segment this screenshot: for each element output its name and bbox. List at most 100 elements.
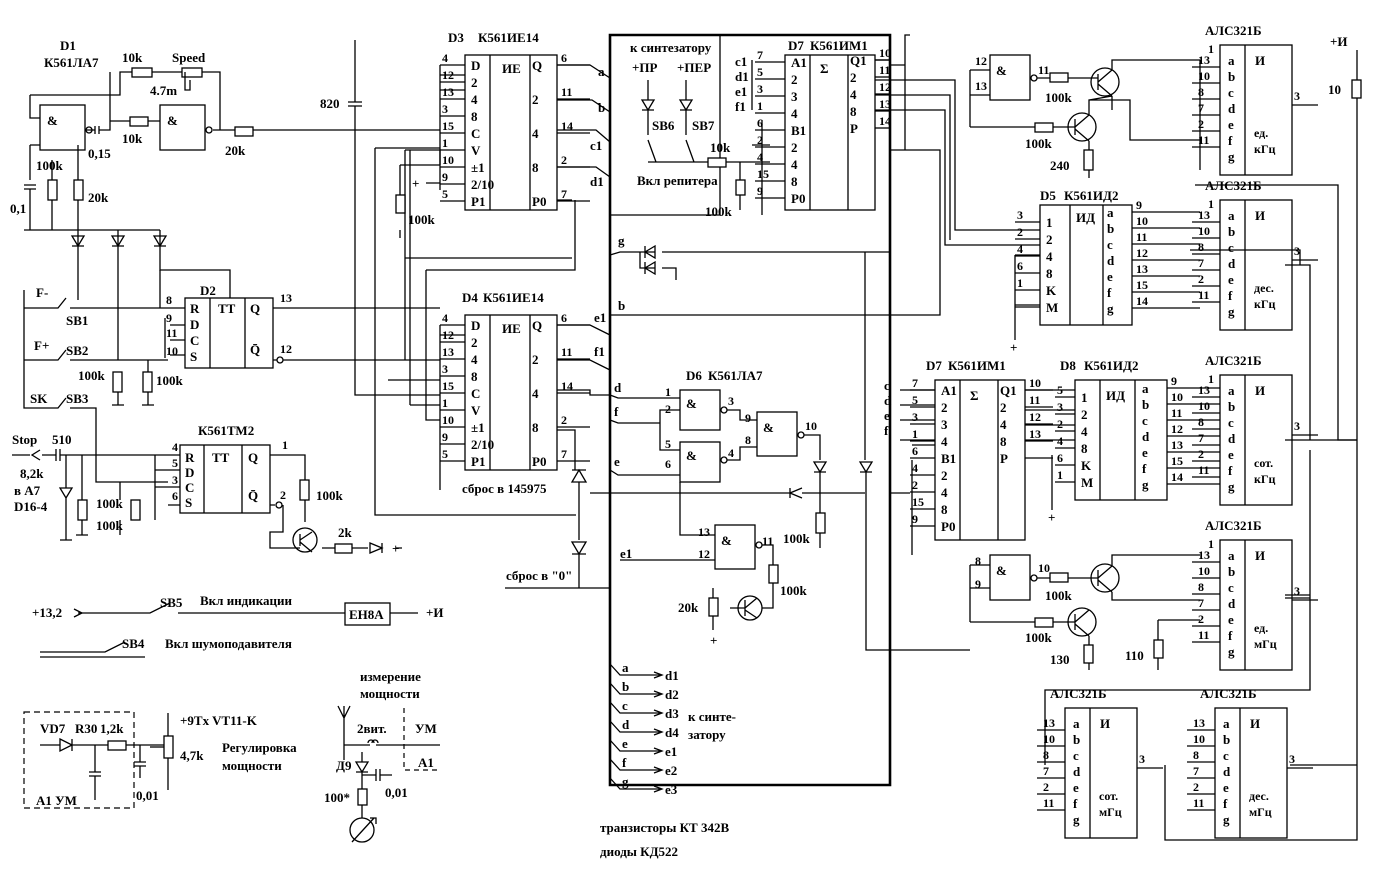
pin-number: 7 [1198, 596, 1204, 610]
display-unit: дес. [1249, 789, 1269, 803]
pin-number: 4 [442, 51, 448, 65]
svg-text:12: 12 [698, 547, 710, 561]
power-meas-label: измерение [360, 669, 421, 684]
d3-d4-outputs: a b c1 d1 e1 f1 [557, 64, 611, 470]
svg-text:2: 2 [665, 402, 671, 416]
synth-to-label: к синтезатору [630, 40, 712, 55]
bottom-left-switches: +13,2 SB5 Вкл индикации ЕН8А +И SB4 Вкл … [32, 593, 444, 658]
pin-function: f [1107, 285, 1112, 300]
sb5-label: SB5 [160, 595, 183, 610]
r510-label: 510 [52, 432, 72, 447]
tm2-type: К561ТМ2 [198, 423, 254, 438]
pin-number: 9 [912, 512, 918, 526]
display-wires [875, 34, 1357, 765]
pin-function: 8 [471, 109, 478, 124]
pin-function: 8 [532, 420, 539, 435]
transistor [1090, 67, 1120, 97]
svg-text:D: D [190, 317, 199, 332]
pin-number: 13 [1198, 383, 1210, 397]
display-group: АЛС321БИabcdefg11310872113ед.кГцАЛС321БИ… [1037, 23, 1318, 839]
svg-text:ИД: ИД [1076, 210, 1095, 225]
resistor [47, 179, 58, 201]
d1-gate-a [39, 104, 86, 151]
segment-label: e [1228, 272, 1234, 287]
bus-out-label: d1 [665, 668, 679, 683]
pin-number: 3 [1057, 400, 1063, 414]
display-unit: кГц [1254, 142, 1276, 156]
pin-function: 4 [850, 87, 857, 102]
f-plus-label: F+ [34, 338, 49, 353]
segment-label: f [1228, 463, 1233, 478]
svg-text:S: S [185, 495, 192, 510]
pin-number: 2 [1198, 117, 1204, 131]
pin-function: A1 [941, 383, 957, 398]
display-type: АЛС321Б [1205, 23, 1262, 38]
r-label: 100k [408, 212, 436, 227]
d5-chip [1039, 204, 1133, 326]
d2-ref: D2 [200, 283, 216, 298]
display-unit: сот. [1254, 456, 1273, 470]
switch-block: F- SB1 F+ SB2 SK SB3 100k 100k [23, 270, 184, 483]
r100s-label: 100* [324, 790, 350, 805]
display-chip [1219, 44, 1293, 176]
pin-number: 2 [1043, 780, 1049, 794]
r-label: 10k [122, 50, 143, 65]
pin-number: 11 [1043, 796, 1054, 810]
pin-function: 4 [791, 157, 798, 172]
to-synth-label: к синте- [688, 709, 736, 724]
display-unit: ед. [1254, 621, 1268, 635]
plus-label: + [1010, 340, 1017, 355]
r47k-label: 4,7k [180, 748, 204, 763]
display-type: АЛС321Б [1205, 353, 1262, 368]
segment-label: a [1228, 53, 1235, 68]
pin-function: B1 [791, 123, 806, 138]
pin-number: 10 [1198, 69, 1210, 83]
pin-function: P1 [471, 454, 485, 469]
pin-number: 11 [1029, 393, 1040, 407]
svg-text:11: 11 [762, 534, 773, 548]
potentiometer [163, 735, 174, 759]
pin-number: 13 [1198, 548, 1210, 562]
display-unit: ед. [1254, 126, 1268, 140]
segment-label: c [1228, 415, 1234, 430]
svg-text:f: f [614, 404, 619, 419]
power-adj-label: Регулировка [222, 740, 297, 755]
pin-function: K [1046, 283, 1057, 298]
display-fn: И [1255, 548, 1265, 563]
d5-ref: D5 [1040, 188, 1056, 203]
pin-function: 2 [791, 72, 798, 87]
pin-function: 8 [1081, 441, 1088, 456]
pin-function: 2 [471, 75, 478, 90]
c-label: 0,1 [10, 201, 26, 216]
pin-function: C [471, 126, 480, 141]
pin-function: Q1 [850, 53, 867, 68]
pin-function: f [1142, 461, 1147, 476]
display-type: АЛС321Б [1205, 518, 1262, 533]
resistor [142, 371, 153, 393]
r-label: 100k [780, 583, 808, 598]
pin-number: 13 [1198, 53, 1210, 67]
plus-i-label: +И [1330, 34, 1348, 49]
segment-label: a [1228, 208, 1235, 223]
d8-type: К561ИД2 [1084, 358, 1138, 373]
resistor [1049, 572, 1069, 583]
pin-function: 2 [941, 468, 948, 483]
resistor [334, 543, 353, 554]
resistor [299, 479, 310, 501]
display-unit: сот. [1099, 789, 1118, 803]
segment-label: g [1228, 149, 1235, 164]
pin-function: 1 [1046, 215, 1053, 230]
pin-function: 4 [532, 126, 539, 141]
stop-label: Stop [12, 432, 37, 447]
plus-label: + [412, 176, 419, 191]
pin-number: 10 [1198, 564, 1210, 578]
pin-number: 13 [1198, 208, 1210, 222]
pin-number: 2 [1198, 272, 1204, 286]
d6-gate-c [756, 411, 798, 457]
ind-on-label: Вкл индикации [200, 593, 293, 608]
